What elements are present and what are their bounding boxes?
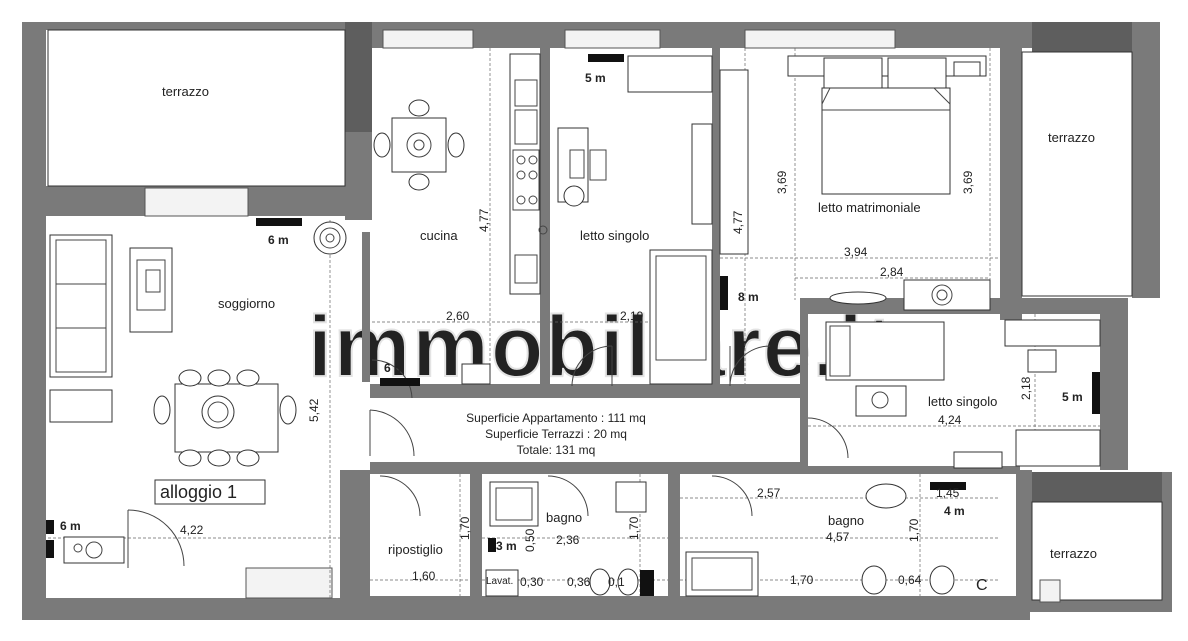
dim-label: 3,94 (844, 245, 868, 259)
room-label-ripostiglio: ripostiglio (388, 542, 443, 557)
marker-label-4m: 4 m (944, 504, 965, 518)
dim-label: 2,57 (757, 486, 781, 500)
dim-label: 1,60 (412, 569, 436, 583)
dim-label: 2,60 (446, 309, 470, 323)
unit-label-box (154, 479, 266, 505)
dim-label: 4,57 (826, 530, 850, 544)
room-label-terrazzo-right: terrazzo (1048, 130, 1095, 145)
dim-label: 1,70 (907, 518, 921, 542)
unit-label: alloggio 1 (160, 482, 237, 502)
summary-line-2: Superficie Terrazzi : 20 mq (485, 427, 627, 441)
dim-label: 5,42 (307, 398, 321, 422)
dim-label: 0,1 (608, 575, 625, 589)
radiator-markers (46, 54, 1100, 596)
dim-label: 1,45 (936, 486, 960, 500)
room-label-cucina: cucina (420, 228, 458, 243)
dim-label: 0,30 (520, 575, 544, 589)
dim-label: 4,77 (477, 208, 491, 232)
dim-label: 1,70 (458, 516, 472, 540)
room-label-terrazzo-bottom: terrazzo (1050, 546, 1097, 561)
dim-label: 3,69 (961, 170, 975, 194)
dim-label: 2,19 (620, 309, 644, 323)
corner-letter: C (976, 577, 988, 594)
room-label-terrazzo-left: terrazzo (162, 84, 209, 99)
room-label-letto-matrimoniale: letto matrimoniale (818, 200, 921, 215)
summary-line-1: Superficie Appartamento : 111 mq (466, 411, 646, 425)
marker-label-6m-mid: 6 m (384, 361, 405, 375)
corridor-door (369, 409, 415, 457)
marker-label-8m: 8 m (738, 290, 759, 304)
marker-label-6m-top: 6 m (268, 233, 289, 247)
dim-label: 4,24 (938, 413, 962, 427)
marker-label-5m-top: 5 m (585, 71, 606, 85)
summary-line-3: Totale: 131 mq (517, 443, 596, 457)
dim-label: 1,70 (790, 573, 814, 587)
dim-label: 0,64 (898, 573, 922, 587)
marker-label-5m-right: 5 m (1062, 390, 1083, 404)
room-label-bagno-2: bagno (828, 513, 864, 528)
dim-label: 3,69 (775, 170, 789, 194)
marker-label-6m-left: 6 m (60, 519, 81, 533)
bedroom2-furniture (807, 319, 1101, 469)
windows (144, 29, 896, 599)
dim-label: 0,36 (567, 575, 591, 589)
dim-label: 2,36 (556, 533, 580, 547)
living-room-furniture (49, 221, 347, 568)
master-bedroom-furniture (719, 55, 991, 387)
dim-label: 1,70 (627, 516, 641, 540)
bedroom1-furniture (557, 55, 713, 387)
kitchen-furniture (371, 53, 548, 399)
dim-label: 2,18 (1019, 376, 1033, 400)
terraces (47, 29, 1163, 603)
dim-label: 2,84 (880, 265, 904, 279)
room-label-lavat: Lavat. (486, 576, 513, 587)
dim-label: 4,77 (731, 210, 745, 234)
room-label-soggiorno: soggiorno (218, 296, 275, 311)
bathroom-fixtures (379, 475, 955, 597)
marker-label-3m: 3 m (496, 539, 517, 553)
dim-label: 0,50 (523, 528, 537, 552)
room-label-letto-singolo-1: letto singolo (580, 228, 649, 243)
room-label-bagno-1: bagno (546, 510, 582, 525)
room-label-letto-singolo-2: letto singolo (928, 394, 997, 409)
dim-label: 4,22 (180, 523, 204, 537)
